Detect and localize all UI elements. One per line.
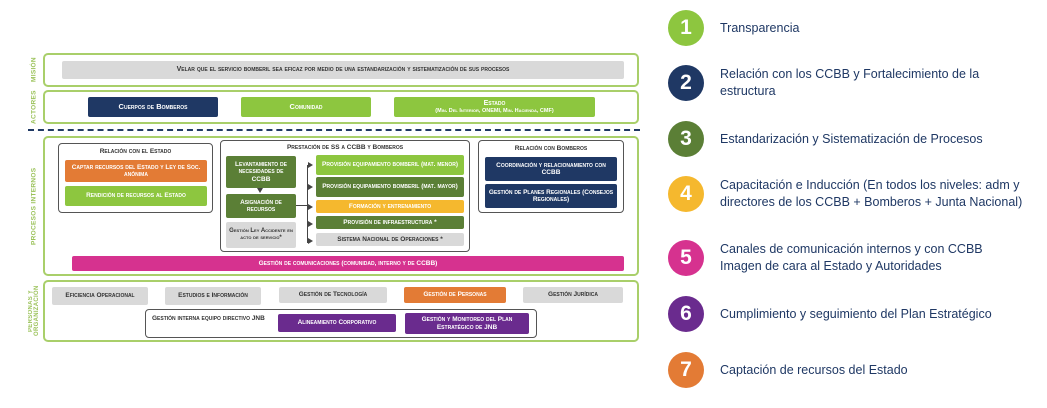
sistema-nacional-operaciones: Sistema Nacional de Operaciones * bbox=[316, 233, 464, 246]
legend-item-1: 1 Transparencia bbox=[668, 10, 1040, 46]
coordinacion-ccbb: Coordinación y relacionamiento con CCBB bbox=[485, 157, 617, 181]
formacion-entrenamiento: Formación y entrenamiento bbox=[316, 200, 464, 213]
provision-infraestructura: Provisión de infraestructura * bbox=[316, 216, 464, 229]
captar-recursos: Captar recursos del Estado y Ley de Soc.… bbox=[65, 160, 207, 182]
legend-item-6: 6 Cumplimiento y seguimiento del Plan Es… bbox=[668, 296, 1040, 332]
legend-item-2: 2 Relación con los CCBB y Fortalecimient… bbox=[668, 65, 1010, 101]
legend-number-4: 4 bbox=[668, 176, 704, 212]
mision-label: MISIÓN bbox=[30, 57, 38, 83]
relacion-estado-title: Relación con el Estado bbox=[99, 148, 172, 155]
legend-item-3: 3 Estandarización y Sistematización de P… bbox=[668, 121, 1040, 157]
connector-stub bbox=[296, 205, 307, 206]
legend-text-1: Transparencia bbox=[720, 20, 800, 35]
equipo-directivo-title: Gestión interna equipo directivo JNB bbox=[152, 315, 265, 322]
prestacion-title: Prestación de SS a CCBB y Bomberos bbox=[286, 144, 404, 151]
arrow-right-icon bbox=[308, 238, 313, 244]
legend-number-3: 3 bbox=[668, 121, 704, 157]
legend-number-1: 1 bbox=[668, 10, 704, 46]
arrow-right-icon bbox=[308, 162, 313, 168]
levantamiento-necesidades: Levantamiento de necesidades de CCBB bbox=[226, 156, 296, 188]
arrow-right-icon bbox=[308, 184, 313, 190]
connector-line bbox=[307, 165, 308, 243]
gestion-personas: Gestión de Personas bbox=[404, 287, 506, 303]
rendicion-recursos: Rendición de recursos al Estado bbox=[65, 186, 207, 206]
actor-estado-title: Estado bbox=[483, 99, 506, 107]
estudios-informacion: Estudios e Información bbox=[165, 287, 261, 305]
legend-text-3: Estandarización y Sistematización de Pro… bbox=[720, 131, 983, 146]
legend-number-7: 7 bbox=[668, 352, 704, 388]
asignacion-recursos: Asignación de recursos bbox=[226, 194, 296, 218]
provision-mat-menor: Provisión equipamiento bomberil (mat. me… bbox=[316, 155, 464, 175]
monitoreo-plan-estrategico: Gestión y Monitoreo del Plan Estratégico… bbox=[405, 313, 529, 334]
legend-text-5: Canales de comunicación internos y con C… bbox=[720, 242, 983, 273]
legend-text-4: Capacitación e Inducción (En todos los n… bbox=[720, 178, 1023, 209]
dashed-divider bbox=[28, 129, 640, 131]
arrow-right-icon bbox=[308, 221, 313, 227]
mision-text: Velar que el servicio bomberil sea efica… bbox=[62, 61, 624, 79]
eficiencia-operacional: Eficiencia Operacional bbox=[52, 287, 148, 305]
planes-regionales: Gestión de Planes Regionales (Consejos R… bbox=[485, 184, 617, 208]
down-arrow-icon bbox=[257, 188, 263, 193]
legend-number-2: 2 bbox=[668, 65, 704, 101]
relacion-bomberos-title: Relación con Bomberos bbox=[514, 145, 588, 152]
alineamiento-corporativo: Alineamiento Corporativo bbox=[278, 314, 396, 332]
personas-label: PERSONAS Y ORGANIZACIÓN bbox=[28, 285, 40, 337]
legend-number-6: 6 bbox=[668, 296, 704, 332]
actor-comunidad: Comunidad bbox=[241, 97, 371, 117]
actor-estado: Estado (Min. Del Interior, ONEMI, Min. H… bbox=[394, 97, 595, 117]
provision-mat-mayor: Provisión equipamiento bomberil (mat. ma… bbox=[316, 177, 464, 197]
arrow-right-icon bbox=[308, 204, 313, 210]
gestion-juridica: Gestión Jurídica bbox=[523, 287, 623, 303]
gestion-tecnologia: Gestión de Tecnología bbox=[279, 287, 387, 303]
legend-text-6: Cumplimiento y seguimiento del Plan Estr… bbox=[720, 306, 992, 321]
legend-item-5: 5 Canales de comunicación internos y con… bbox=[668, 240, 1010, 276]
legend-item-4: 4 Capacitación e Inducción (En todos los… bbox=[668, 176, 1040, 212]
legend-item-7: 7 Captación de recursos del Estado bbox=[668, 352, 1040, 388]
legend-text-7: Captación de recursos del Estado bbox=[720, 362, 908, 377]
legend-number-5: 5 bbox=[668, 240, 704, 276]
gestion-comunicaciones: Gestión de comunicaciones (comunidad, in… bbox=[72, 256, 624, 271]
actor-bomberos: Cuerpos de Bomberos bbox=[88, 97, 218, 117]
actor-estado-sub: (Min. Del Interior, ONEMI, Min. Hacienda… bbox=[435, 107, 554, 114]
gestion-ley-accidente: Gestión Ley Accidente en acto de servici… bbox=[226, 222, 296, 248]
procesos-label: PROCESOS INTERNOS bbox=[30, 167, 38, 245]
legend-text-2: Relación con los CCBB y Fortalecimiento … bbox=[720, 67, 980, 98]
actores-label: ACTORES bbox=[30, 90, 38, 124]
